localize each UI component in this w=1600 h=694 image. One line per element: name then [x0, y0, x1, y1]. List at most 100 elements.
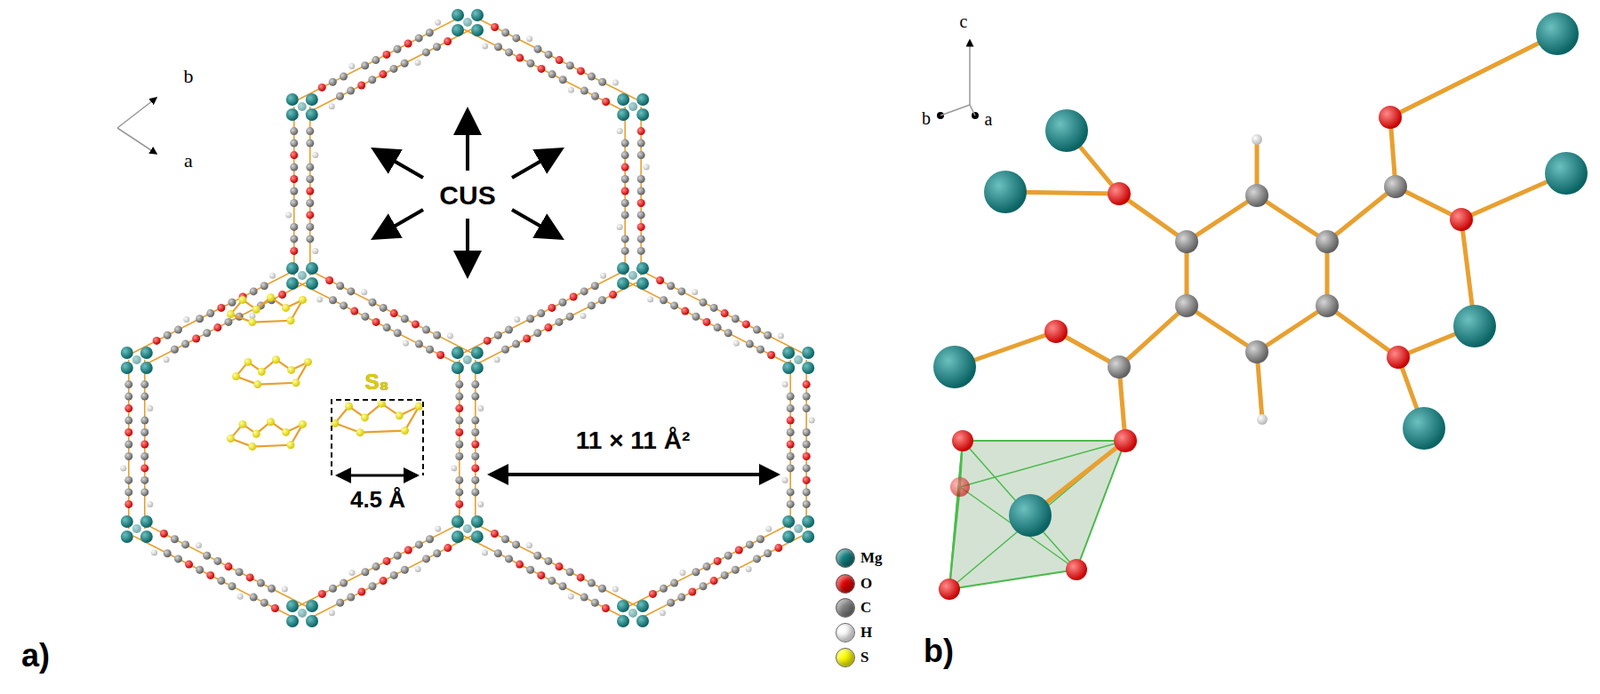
carbon-atom: [559, 298, 568, 307]
carbon-atom: [305, 175, 314, 184]
hydrogen-atom: [447, 333, 454, 340]
legend-text: H: [860, 624, 872, 642]
oxygen-atom: [710, 576, 719, 585]
hydrogen-atom: [782, 477, 789, 484]
carbon-atom: [260, 281, 269, 290]
oxygen-atom: [213, 323, 222, 332]
hydrogen-atom: [782, 381, 789, 388]
carbon-atom: [383, 323, 392, 332]
cus-arrow: [512, 209, 559, 237]
cus-arrow: [512, 151, 559, 178]
framework-walls: [120, 8, 815, 628]
magnesium-atom: [451, 24, 464, 37]
carbon-atom: [455, 476, 464, 485]
carbon-atom: [346, 87, 355, 96]
oxygen-atom: [688, 588, 696, 597]
axis-label: b: [184, 66, 194, 87]
hydrogen-atom: [312, 152, 319, 159]
magnesium-atom: [463, 17, 472, 27]
magnesium-atom: [132, 524, 142, 534]
carbon-atom: [621, 151, 630, 160]
magnesium-atom: [801, 361, 815, 375]
oxygen-atom: [490, 529, 499, 538]
carbon-atom: [289, 127, 298, 136]
carbon-atom: [140, 392, 149, 401]
framework-bond: [298, 282, 464, 368]
carbon-atom: [400, 59, 409, 68]
carbon-atom: [621, 139, 630, 148]
axis-triad: [117, 97, 157, 154]
carbon-atom: [305, 139, 314, 148]
carbon-atom: [591, 281, 600, 290]
oxygen-atom: [411, 320, 420, 328]
carbon-atom: [140, 488, 149, 496]
oxygen-atom: [357, 81, 366, 90]
carbon-atom: [305, 199, 314, 208]
octahedron-edge: [962, 440, 1077, 570]
legend-entry: C: [835, 598, 872, 618]
framework-bond: [298, 15, 464, 100]
carbon-atom: [336, 599, 344, 608]
sulfur-molecules: [226, 293, 424, 451]
atoms: [933, 12, 1588, 600]
carbon-atom: [621, 199, 630, 208]
oxygen-atom: [1113, 429, 1137, 453]
carbon-atom: [140, 416, 149, 425]
sulfur-atom: [304, 358, 312, 367]
sulfur-atom: [298, 420, 307, 429]
carbon-atom: [536, 309, 545, 318]
carbon-atom: [422, 48, 431, 56]
oxygen-atom: [390, 309, 399, 318]
magnesium-atom: [140, 361, 153, 375]
oxygen-atom: [124, 428, 133, 437]
oxygen-atom: [536, 571, 545, 580]
oxygen-atom: [455, 500, 464, 509]
sulfur-atom: [415, 402, 424, 411]
carbon-atom: [677, 287, 686, 296]
carbon-atom: [504, 554, 513, 563]
carbon-atom: [580, 593, 589, 602]
axis-c: [968, 40, 971, 105]
s8-molecule: [226, 293, 307, 327]
carbon-atom: [713, 323, 722, 332]
hydrogen-atom: [733, 340, 740, 347]
carbon-atom: [699, 582, 708, 591]
oxygen-atom: [767, 351, 776, 360]
axis-b: [940, 104, 970, 116]
carbon-atom: [305, 127, 314, 136]
oxygen-atom: [1065, 559, 1088, 581]
carbon-atom: [249, 593, 258, 602]
bond: [1119, 305, 1187, 368]
carbon-atom: [371, 56, 380, 64]
magnesium-atom: [451, 346, 464, 360]
oxygen-atom: [383, 557, 392, 566]
carbon-atom: [415, 340, 424, 349]
magnesium-atom: [1536, 12, 1579, 56]
magnesium-atom: [120, 515, 134, 528]
carbon-atom: [1245, 184, 1269, 208]
bond: [1186, 195, 1257, 242]
oxygen-atom: [1044, 320, 1068, 344]
oxygen-atom: [192, 335, 200, 344]
carbon-atom: [305, 234, 314, 243]
carbon-atom: [526, 566, 535, 575]
hydrogen-atom: [316, 296, 323, 303]
carbon-atom: [336, 281, 344, 290]
carbon-atom: [432, 331, 441, 340]
oxygen-atom: [378, 70, 387, 79]
axis-label: b: [921, 109, 931, 128]
carbon-atom: [390, 571, 399, 580]
carbon-atom: [170, 535, 179, 544]
sulfur-atom: [287, 316, 296, 325]
hydrogen-atom: [600, 272, 607, 280]
oxygen-atom: [278, 290, 287, 299]
carbon-atom: [471, 428, 480, 437]
oxygen-atom: [648, 590, 657, 599]
carbon-atom: [471, 392, 480, 401]
hydrogen-atom: [568, 593, 575, 600]
hydrogen-atom: [765, 526, 772, 533]
carbon-atom: [637, 175, 646, 184]
oxygen-atom: [357, 588, 366, 597]
carbon-atom: [580, 287, 589, 296]
